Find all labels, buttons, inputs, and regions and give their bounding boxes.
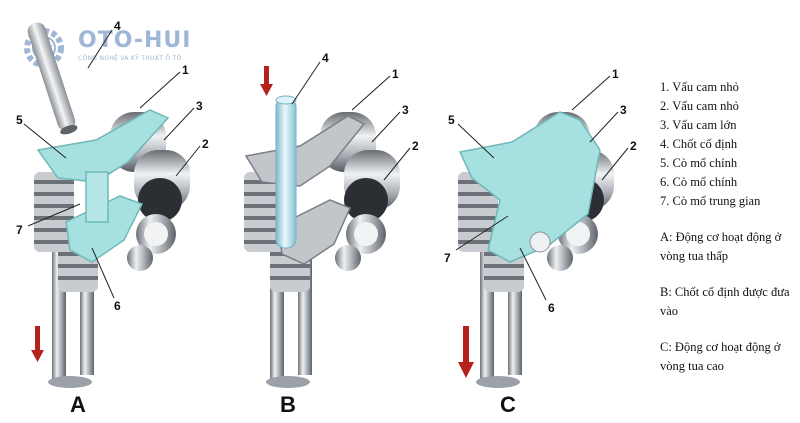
valve-head: [476, 376, 520, 388]
callout-b-1: 1: [392, 67, 399, 81]
callout-c-3: 3: [620, 103, 627, 117]
locking-pin: [275, 95, 297, 249]
callout-a-6: 6: [114, 299, 121, 313]
rocker-arm: [36, 109, 170, 183]
locking-pin: [27, 22, 78, 135]
legend-item-5: 5. Cò mổ chính: [660, 156, 738, 170]
callout-a-7: 7: [16, 223, 23, 237]
shaft-end: [547, 245, 573, 271]
valve-head: [266, 376, 310, 388]
callout-a-4: 4: [114, 19, 121, 33]
callout-c-5: 5: [448, 113, 455, 127]
panel-a: [23, 22, 201, 388]
cam-lobe: [138, 178, 182, 222]
callout-b-2: 2: [412, 139, 419, 153]
legend-item-7: 7. Cò mổ trung gian: [660, 194, 761, 208]
callout-a-1: 1: [182, 63, 189, 77]
rocker-arm-intermediate: [85, 171, 109, 223]
panel-c: [455, 75, 629, 388]
legend-note-c: C: Động cơ hoạt động ở vòng tua cao: [660, 340, 781, 373]
motion-arrow: [458, 326, 474, 378]
rocker-arm: [277, 199, 352, 265]
legend-item-6: 6. Cò mổ chính: [660, 175, 738, 189]
callout-a-3: 3: [196, 99, 203, 113]
panel-label-c: C: [500, 392, 516, 417]
motion-arrow: [31, 326, 44, 362]
callout-c-7: 7: [444, 251, 451, 265]
legend-item-4: 4. Chốt cố định: [660, 137, 738, 151]
watermark-tagline: CÔNG NGHỆ VÀ KỸ THUẬT Ô TÔ: [78, 55, 182, 62]
callout-c-2: 2: [630, 139, 637, 153]
legend-item-1: 1. Vấu cam nhỏ: [660, 80, 739, 94]
legend-item-2: 2. Vấu cam nhỏ: [660, 99, 739, 113]
panel-b: [244, 61, 411, 388]
panel-label-a: A: [70, 392, 86, 417]
shaft-end: [335, 245, 361, 271]
cam-lobe: [344, 178, 388, 222]
motion-arrow: [260, 66, 273, 96]
locking-pin: [529, 231, 551, 253]
shaft-end: [127, 245, 153, 271]
callout-a-2: 2: [202, 137, 209, 151]
legend: 1. Vấu cam nhỏ 2. Vấu cam nhỏ 3. Vấu cam…: [660, 78, 798, 376]
legend-note-b: B: Chốt cố định được đưa vào: [660, 285, 790, 318]
legend-item-3: 3. Vấu cam lớn: [660, 118, 737, 132]
rocker-arm: [65, 195, 144, 263]
valve-head: [48, 376, 92, 388]
watermark-brand: OTO-HUI: [78, 28, 192, 53]
callout-labels: 4 1 3 2 5 7 6 4 1 3 2 1 3 2 5 7 6: [16, 19, 637, 315]
legend-note-a: A: Động cơ hoạt động ở vòng tua thấp: [660, 230, 782, 263]
callout-a-5: 5: [16, 113, 23, 127]
callout-b-4: 4: [322, 51, 329, 65]
callout-c-6: 6: [548, 301, 555, 315]
panel-label-b: B: [280, 392, 296, 417]
callout-c-1: 1: [612, 67, 619, 81]
callout-b-3: 3: [402, 103, 409, 117]
